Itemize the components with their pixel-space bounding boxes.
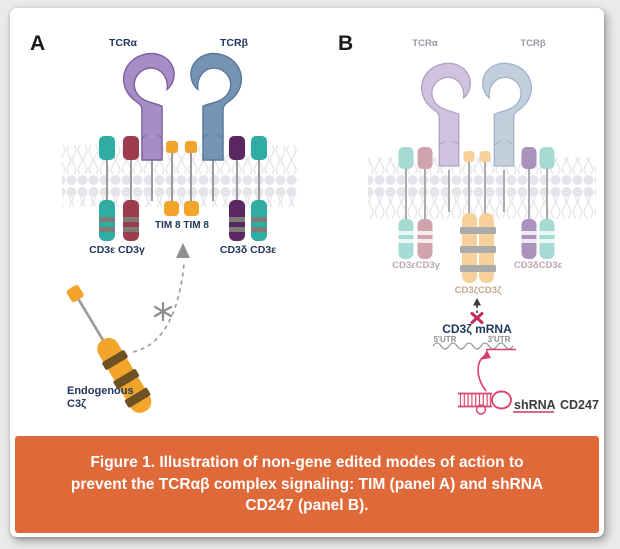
cd247-word-label: CD247: [560, 398, 599, 412]
caption-line-1: Figure 1. Illustration of non-gene edite…: [90, 454, 524, 472]
cd3-right-label-a: CD3δ CD3ε: [220, 244, 276, 256]
protein-stems-b: [405, 161, 548, 221]
panel-a: A TCRα TCRβ: [30, 32, 298, 413]
panel-b-label: B: [338, 32, 353, 55]
utr5-label: 5'UTR: [434, 335, 457, 344]
utr3-label: 3'UTR: [488, 335, 511, 344]
endogenous-c3z-rod: [66, 285, 152, 413]
cd3-right-label-b: CD3δCD3ε: [514, 260, 563, 271]
figure-illustration: A TCRα TCRβ: [30, 32, 599, 415]
tcr-alpha-label-b: TCRα: [412, 38, 438, 49]
shrna-arrow-curve: [477, 354, 487, 392]
panel-b: B TCRα TCRβ: [338, 32, 599, 415]
translation-arrowhead: [473, 298, 481, 306]
itam-bands-b: [398, 231, 555, 243]
block-asterisk-icon: [153, 301, 173, 322]
cd3-zeta-bands: [460, 227, 496, 272]
mrna-squiggle: [432, 342, 514, 350]
rod-bands: [102, 350, 151, 408]
figure-card: A TCRα TCRβ: [10, 8, 604, 537]
mrna-label: CD3ζ mRNA: [442, 322, 512, 336]
protein-stems-a: [106, 151, 260, 203]
itam-bands-a: [99, 217, 267, 232]
cd3-left-label-a: CD3ε CD3γ: [89, 244, 145, 256]
panel-a-label: A: [30, 32, 45, 55]
caption-line-3: CD247 (panel B).: [245, 497, 369, 515]
blocked-dashed-curve: [132, 263, 185, 353]
tim8-proteins-a: [164, 141, 199, 216]
shrna-arrowhead: [481, 350, 491, 360]
tcr-beta-label-b: TCRβ: [520, 38, 546, 49]
tcr-alpha-label-a: TCRα: [109, 37, 138, 49]
endogenous-label-line2: C3ζ: [67, 398, 86, 410]
cd3-left-label-b: CD3εCD3γ: [392, 260, 441, 271]
cd3-zeta-label: CD3ζCD3ζ: [455, 285, 502, 296]
figure-caption: Figure 1. Illustration of non-gene edite…: [15, 436, 599, 533]
shrna-word-label: shRNA: [514, 398, 556, 412]
endogenous-label-line1: Endogenous: [67, 385, 134, 397]
caption-line-2: prevent the TCRαβ complex signaling: TIM…: [70, 475, 544, 493]
shrna-hairpin: [458, 390, 512, 415]
blocked-arrowhead: [176, 243, 190, 258]
tcr-beta-label-a: TCRβ: [220, 37, 249, 49]
tim8-label: TIM 8 TIM 8: [155, 220, 209, 231]
x-mark-icon: [470, 312, 484, 324]
